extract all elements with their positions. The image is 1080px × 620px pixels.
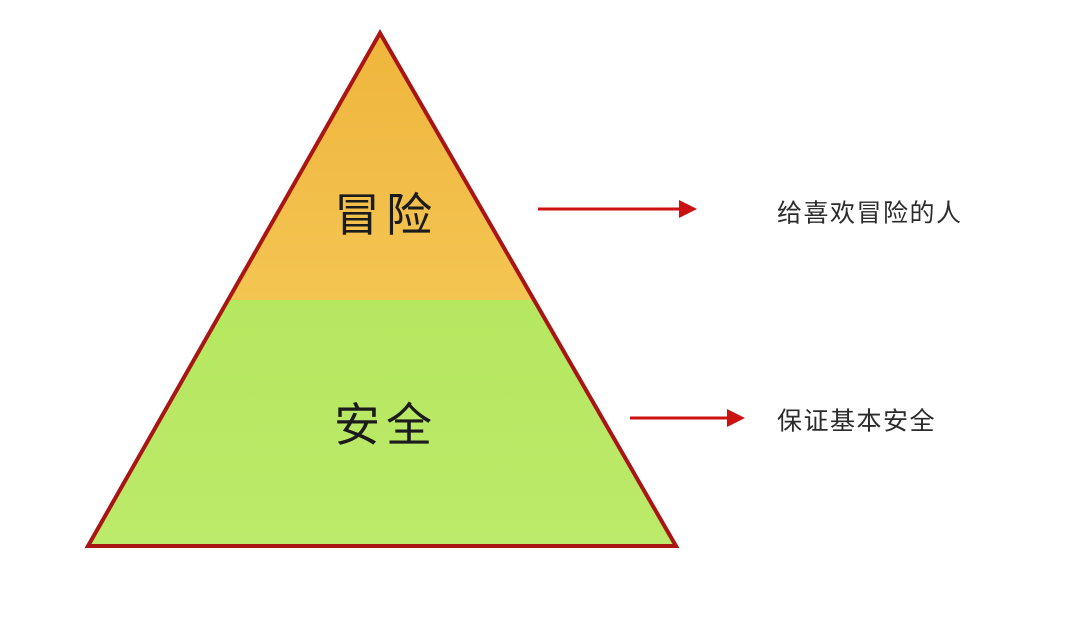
callout-label-safety: 保证基本安全 (777, 407, 937, 436)
pyramid-tier-safety-fill (88, 300, 676, 546)
callout-label-adventure: 给喜欢冒险的人 (777, 199, 963, 228)
pyramid-tier-label-safety: 安全 (334, 399, 438, 451)
pyramid-tier-adventure-fill (228, 33, 532, 300)
pyramid-outline (84, 28, 680, 548)
pyramid-tier-label-adventure: 冒险 (334, 189, 438, 241)
